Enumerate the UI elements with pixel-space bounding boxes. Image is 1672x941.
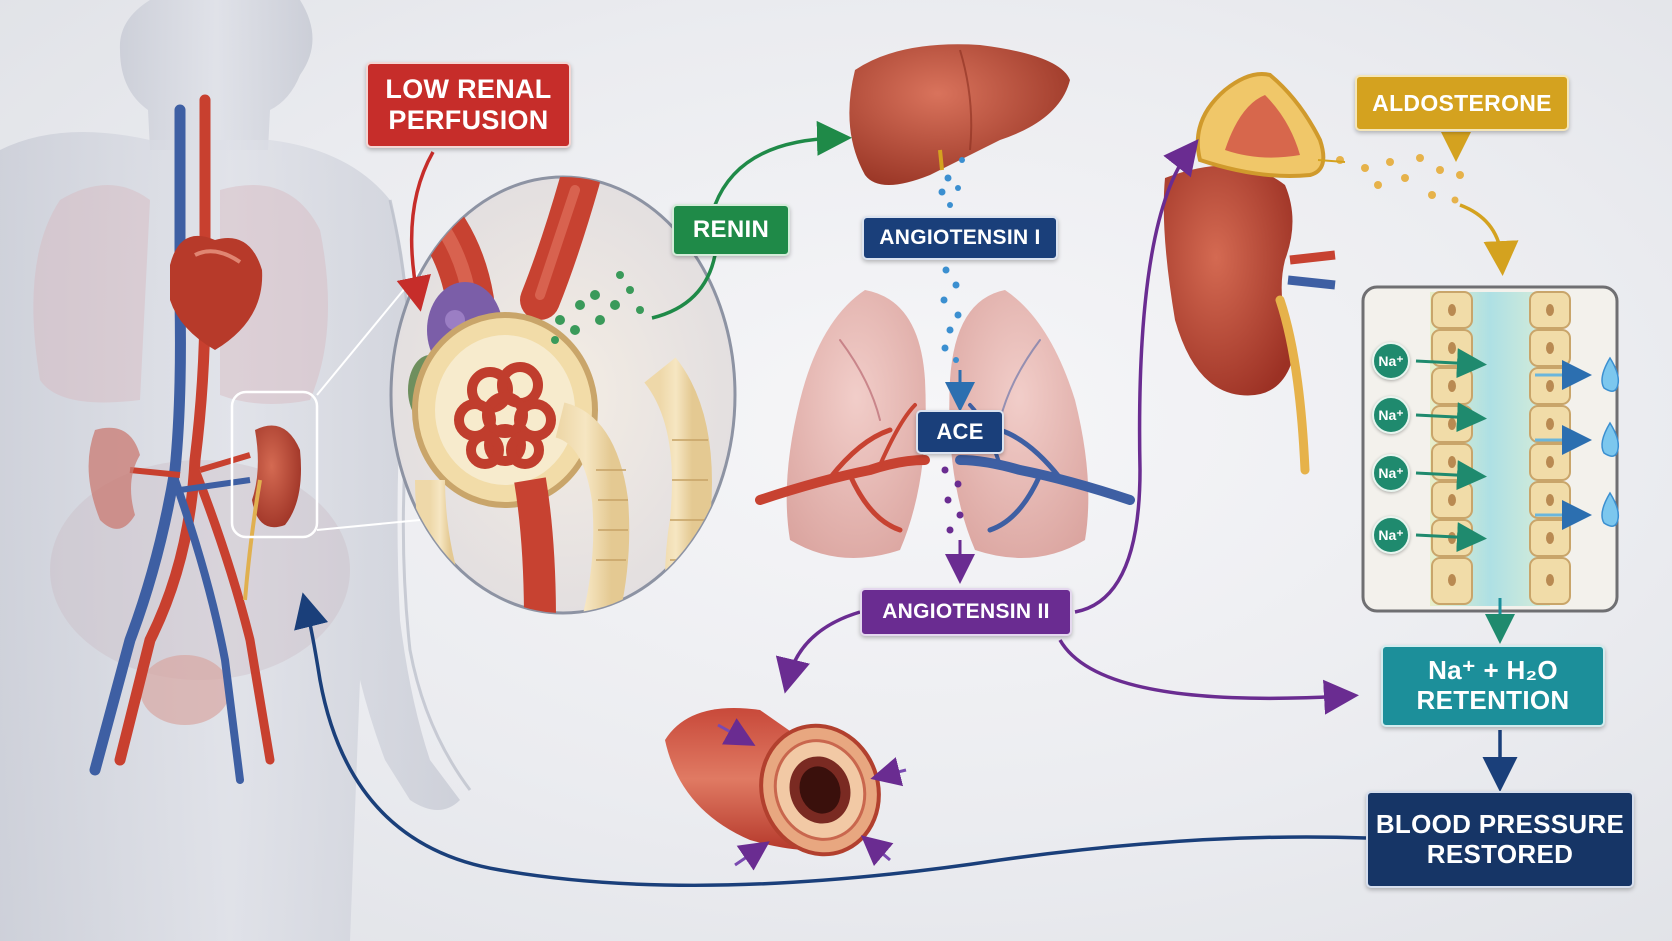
arrow-nephron-to-renin [651,254,717,320]
sodium-ion-text: Na⁺ [1378,352,1404,369]
aldosterone-text: ALDOSTERONE [1372,89,1552,116]
low-renal-perfusion-label: LOW RENAL PERFUSION [366,62,571,148]
ace-label: ACE [916,410,1004,454]
sodium-ion-badge: Na⁺ [1372,342,1410,380]
renin-text: RENIN [692,216,770,244]
angiotensin-2-text: ANGIOTENSIN II [882,599,1050,623]
na-h2o-retention-text: Na⁺ + H₂O RETENTION [1416,655,1570,715]
angiotensin-1-text: ANGIOTENSIN I [879,225,1041,249]
arrow-angiotensin2-to-retention [1058,639,1359,715]
aldosterone-label: ALDOSTERONE [1355,75,1569,131]
low-renal-perfusion-text: LOW RENAL PERFUSION [385,73,552,135]
angiotensin2-particles [941,466,964,534]
angiotensin-particles [940,266,962,363]
blood-vessel-icon [665,708,907,871]
zoom-line-bottom [316,519,421,531]
sodium-ion-text: Na⁺ [1378,526,1404,543]
sodium-ion-text: Na⁺ [1378,406,1404,423]
water-drop-icon [1601,356,1620,527]
blood-pressure-restored-text: BLOOD PRESSURE RESTORED [1375,808,1625,869]
arrow-angiotensin2-to-adrenal [1074,138,1199,614]
lungs-icon [755,290,1135,558]
adrenal-kidney-icon [1163,72,1464,475]
angiotensin-2-label: ANGIOTENSIN II [860,588,1072,636]
kidney-highlight-frame [230,390,319,539]
blood-pressure-restored-label: BLOOD PRESSURE RESTORED [1366,791,1634,888]
tubule-panel-icon [1361,285,1620,613]
nephron-magnifier-icon [389,175,737,615]
arrow-angiotensin2-to-vessel [775,610,861,694]
angiotensin-1-label: ANGIOTENSIN I [862,216,1058,260]
arrow-feedback-to-kidney [294,592,1367,888]
arrow-renin-to-liver [713,120,852,206]
sodium-ion-badge: Na⁺ [1372,454,1410,492]
liver-icon [849,44,1070,208]
sodium-ion-text: Na⁺ [1378,464,1404,481]
arrow-aldosterone-to-tubule [1459,203,1519,276]
sodium-ion-badge: Na⁺ [1372,396,1410,434]
human-body-icon [0,0,472,941]
sodium-ion-badge: Na⁺ [1372,516,1410,554]
renin-label: RENIN [672,204,790,256]
ace-text: ACE [936,419,984,445]
na-h2o-retention-label: Na⁺ + H₂O RETENTION [1381,645,1605,727]
arrow-low-perfusion-to-nephron [396,151,435,312]
